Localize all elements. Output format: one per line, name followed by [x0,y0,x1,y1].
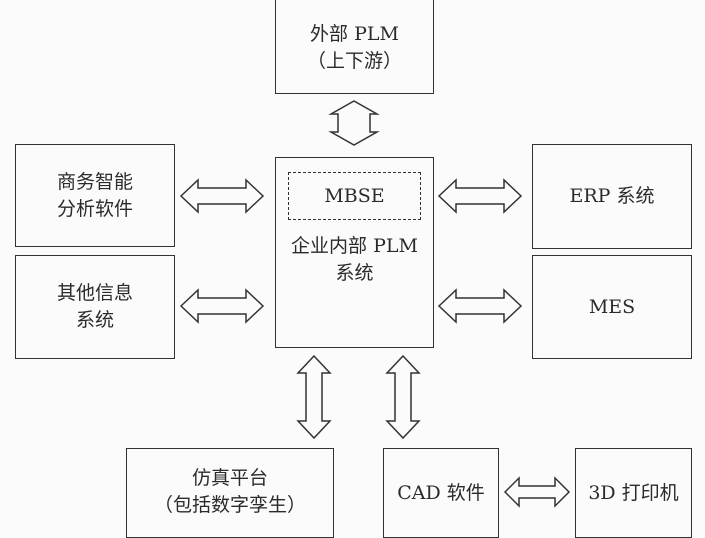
external-plm-box: 外部 PLM （上下游） [275,0,434,94]
mbse-label: MBSE [324,185,385,207]
arrow-external-internal [328,100,380,146]
printer-3d-label: 3D 打印机 [588,482,679,504]
erp-box: ERP 系统 [532,144,692,249]
bi-software-label-line1: 商务智能 [56,170,133,193]
arrow-bi-internal [179,178,265,214]
mes-label: MES [588,295,636,318]
mbse-box: MBSE [288,172,421,220]
arrow-internal-cad [385,354,421,440]
cad-label: CAD 软件 [397,482,485,504]
arrow-other-internal [179,288,265,324]
internal-plm-label-line2: 系统 [335,262,374,284]
internal-plm-box: 企业内部 PLM 系统 [275,157,434,348]
simulation-box: 仿真平台 （包括数字孪生） [126,448,334,538]
arrow-internal-erp [437,178,523,214]
internal-plm-label-line1: 企业内部 PLM [291,235,418,257]
bi-software-label-line2: 分析软件 [56,197,133,220]
external-plm-label-line1: 外部 PLM [310,23,399,45]
other-info-label-line2: 系统 [75,309,114,331]
arrow-internal-simulation [296,354,332,440]
simulation-label-line1: 仿真平台 [191,467,268,489]
other-info-box: 其他信息 系统 [15,255,175,359]
cad-box: CAD 软件 [383,448,499,538]
external-plm-label-line2: （上下游） [306,50,402,72]
mes-box: MES [532,255,692,359]
simulation-label-line2: （包括数字孪生） [153,494,306,516]
bi-software-box: 商务智能 分析软件 [15,144,175,247]
other-info-label-line1: 其他信息 [56,282,133,304]
printer-3d-box: 3D 打印机 [575,448,692,538]
arrow-internal-mes [437,288,523,324]
erp-label: ERP 系统 [569,185,655,207]
arrow-cad-3d [503,476,571,508]
